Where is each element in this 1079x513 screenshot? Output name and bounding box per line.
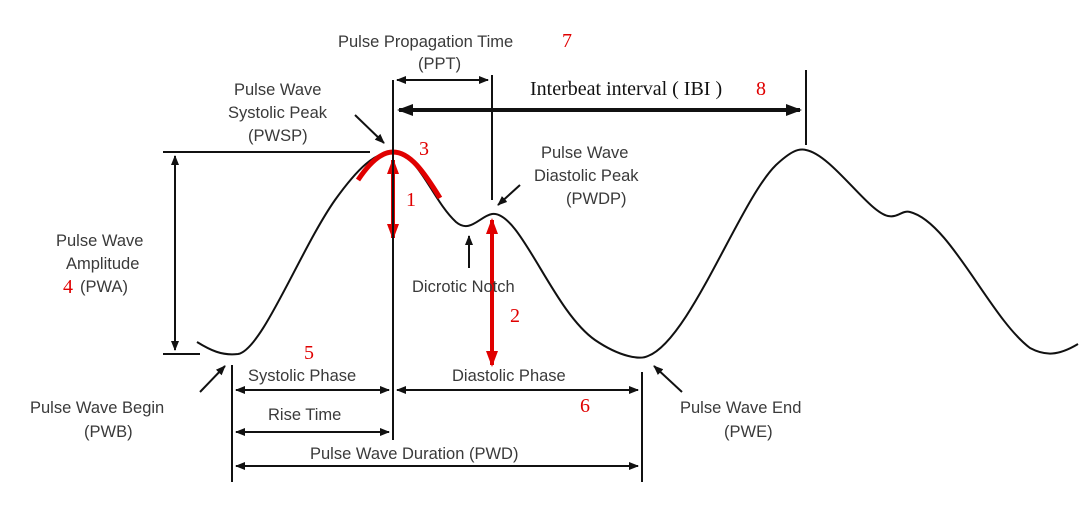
pwsp-pointer <box>354 114 385 144</box>
pwb-pointer <box>199 365 226 393</box>
marker-6: 6 <box>580 395 590 417</box>
pwdp-label-1: Pulse Wave <box>541 144 628 162</box>
ppt-title-label: Pulse Propagation Time <box>338 33 513 51</box>
marker-4: 4 <box>63 276 73 298</box>
rise-time-label: Rise Time <box>268 406 341 424</box>
marker-7: 7 <box>562 30 572 52</box>
pwdp-label-3: (PWDP) <box>566 190 627 208</box>
pwb-label-2: (PWB) <box>84 423 133 441</box>
marker-1: 1 <box>406 189 416 211</box>
marker-3: 3 <box>419 138 429 160</box>
ibi-label: Interbeat interval ( IBI ) <box>530 78 722 100</box>
pulse-waveform <box>196 148 1079 359</box>
pwd-label: Pulse Wave Duration (PWD) <box>310 445 518 463</box>
systolic-phase-label: Systolic Phase <box>248 367 356 385</box>
pwdp-label-2: Diastolic Peak <box>534 167 639 185</box>
marker-8: 8 <box>756 78 766 100</box>
pwe-label-2: (PWE) <box>724 423 773 441</box>
pwa-label-2: Amplitude <box>66 255 139 273</box>
pwsp-label-2: Systolic Peak <box>228 104 328 122</box>
pwsp-label-3: (PWSP) <box>248 127 308 145</box>
pwe-pointer <box>653 365 683 393</box>
pwdp-pointer <box>497 184 521 206</box>
pwe-label-1: Pulse Wave End <box>680 399 801 417</box>
pwsp-label-1: Pulse Wave <box>234 81 321 99</box>
marker-5: 5 <box>304 342 314 364</box>
pwa-label-3: (PWA) <box>80 278 128 296</box>
pwb-label-1: Pulse Wave Begin <box>30 399 164 417</box>
pwa-label-1: Pulse Wave <box>56 232 143 250</box>
dicrotic-notch-label: Dicrotic Notch <box>412 278 515 296</box>
diastolic-phase-label: Diastolic Phase <box>452 367 566 385</box>
ppt-abbr-label: (PPT) <box>418 55 461 73</box>
marker-2: 2 <box>510 305 520 327</box>
